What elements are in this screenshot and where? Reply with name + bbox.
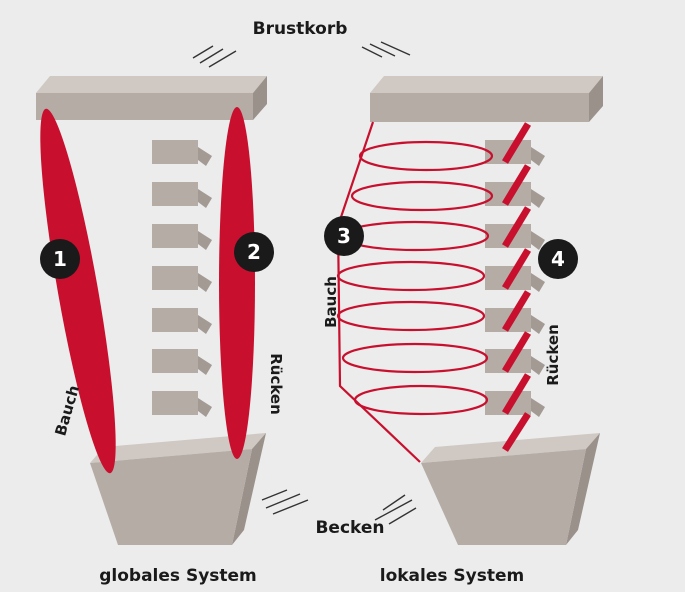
transversus-ring: [341, 342, 489, 374]
transversus-ring: [353, 384, 489, 416]
marker-4: 4: [538, 239, 578, 279]
multifidus-segment: [502, 122, 531, 164]
becken-connector-right: [374, 494, 417, 525]
transversus-ring: [358, 140, 494, 172]
local-belly-label: Bauch: [322, 276, 340, 328]
transversus-ring: [336, 260, 486, 292]
local-back-muscle: [502, 122, 531, 452]
svg-text:4: 4: [551, 247, 565, 271]
multifidus-segment: [502, 412, 531, 452]
local-belly-muscle: [336, 121, 494, 463]
multifidus-segment: [502, 331, 531, 373]
transversus-ring: [350, 180, 494, 212]
vertebra: [152, 182, 212, 208]
ribcage-block-left: [36, 76, 267, 120]
global-back-muscle: [219, 107, 255, 459]
global-back-label: Rücken: [267, 353, 285, 415]
multifidus-segment: [502, 206, 531, 248]
multifidus-segment: [502, 164, 531, 206]
title-connector-left: [192, 45, 237, 68]
local-system: 3 4 Bauch Rücken: [322, 76, 603, 545]
global-belly-muscle: [40, 108, 116, 474]
marker-1: 1: [40, 239, 80, 279]
svg-text:3: 3: [337, 224, 351, 248]
marker-2: 2: [234, 232, 274, 272]
local-system-label: lokales System: [380, 566, 525, 586]
multifidus-segment: [502, 373, 531, 415]
ribcage-block-right: [370, 76, 603, 122]
becken-connector-left: [261, 489, 309, 515]
vertebra: [152, 224, 212, 250]
title-connector-right: [361, 41, 411, 58]
vertebra: [152, 308, 212, 334]
svg-text:2: 2: [247, 240, 261, 264]
svg-text:1: 1: [53, 247, 67, 271]
vertebra: [152, 140, 212, 166]
multifidus-segment: [502, 248, 531, 290]
becken-label: Becken: [315, 518, 384, 538]
transversus-ring: [336, 300, 486, 332]
vertebra: [152, 266, 212, 292]
pelvis-block-right: [421, 433, 600, 545]
global-system-label: globales System: [99, 566, 257, 586]
global-system: 1 2 Bauch Rücken: [36, 76, 285, 545]
vertebrae-left: [152, 140, 212, 417]
vertebra: [152, 391, 212, 417]
local-back-label: Rücken: [544, 324, 562, 386]
pelvis-block-left: [90, 433, 266, 545]
vertebra: [152, 349, 212, 375]
multifidus-segment: [502, 290, 531, 332]
global-belly-label: Bauch: [51, 383, 83, 438]
brustkorb-label: Brustkorb: [253, 19, 348, 39]
marker-3: 3: [324, 216, 364, 256]
